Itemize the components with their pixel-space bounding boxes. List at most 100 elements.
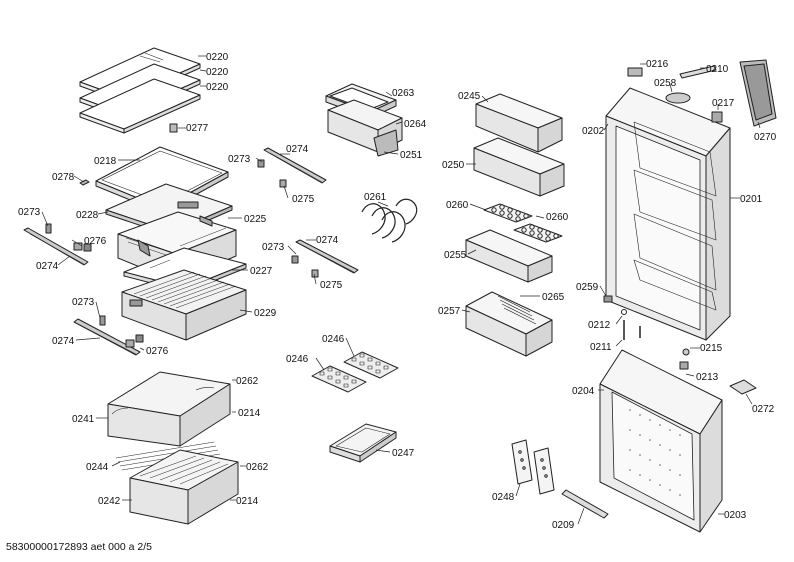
- plate-0272: [729, 379, 757, 395]
- label-0275-b: 0275: [320, 280, 343, 291]
- label-0277: 0277: [186, 123, 209, 134]
- label-0214-b: 0214: [236, 496, 259, 507]
- door-shelf-0245: [475, 93, 563, 153]
- ice-tray-upper: [343, 351, 399, 379]
- label-0227: 0227: [250, 266, 273, 277]
- label-0215: 0215: [700, 343, 723, 354]
- door-shelf-0255: [465, 229, 553, 283]
- label-0250: 0250: [442, 160, 465, 171]
- label-0262-b: 0262: [246, 462, 269, 473]
- cold-pack-left: [511, 439, 533, 485]
- cap-0258: [665, 92, 691, 104]
- label-0276-a: 0276: [84, 236, 107, 247]
- label-0274-b: 0274: [52, 336, 75, 347]
- clip-0277: [169, 123, 178, 133]
- label-0272: 0272: [752, 404, 775, 415]
- cold-pack-right: [533, 447, 555, 495]
- label-0260-b: 0260: [546, 212, 569, 223]
- label-0270: 0270: [754, 132, 777, 143]
- label-0202: 0202: [582, 126, 605, 137]
- label-0248: 0248: [492, 492, 515, 503]
- label-0276-b: 0276: [146, 346, 169, 357]
- crisper-0242: [129, 449, 239, 525]
- label-0201: 0201: [740, 194, 763, 205]
- label-0278: 0278: [52, 172, 75, 183]
- screw-0215: [682, 348, 690, 356]
- label-0257: 0257: [438, 306, 461, 317]
- label-0203: 0203: [724, 510, 747, 521]
- label-0220-c: 0220: [206, 82, 229, 93]
- plate-0209: [561, 489, 609, 519]
- label-0262-a: 0262: [236, 376, 259, 387]
- label-0212: 0212: [588, 320, 611, 331]
- strip-0210: [679, 65, 717, 79]
- rail-left-bottom: [73, 315, 144, 356]
- crisper-0241: [107, 371, 231, 447]
- hinge-0278: [79, 179, 90, 186]
- label-0251: 0251: [400, 150, 423, 161]
- tray-0247: [329, 423, 397, 463]
- label-0218: 0218: [94, 156, 117, 167]
- label-0259: 0259: [576, 282, 599, 293]
- label-0274-d: 0274: [316, 235, 339, 246]
- ice-tray-lower: [311, 365, 367, 393]
- freezer-door: [599, 349, 723, 533]
- part-labels: 0220 0220 0220 0277 0218 0278 0228 0225 …: [18, 52, 777, 531]
- label-0274-a: 0274: [36, 261, 59, 272]
- label-0260-a: 0260: [446, 200, 469, 211]
- label-0265: 0265: [542, 292, 565, 303]
- label-0225: 0225: [244, 214, 267, 225]
- dairy-box: [325, 83, 403, 157]
- egg-holder-right: [513, 223, 563, 243]
- part-0259: [603, 295, 613, 303]
- door-shelf-0250: [473, 137, 565, 197]
- label-0242: 0242: [98, 496, 121, 507]
- label-0273-b: 0273: [72, 297, 95, 308]
- door-shelf-0257: [465, 291, 553, 357]
- label-0255: 0255: [444, 250, 467, 261]
- label-0264: 0264: [404, 119, 427, 130]
- label-0263: 0263: [392, 88, 415, 99]
- label-0244: 0244: [86, 462, 109, 473]
- label-0211: 0211: [590, 342, 612, 353]
- label-0229: 0229: [254, 308, 277, 319]
- cap-0213: [679, 361, 689, 370]
- rail-middle-top: [257, 147, 327, 188]
- label-0209: 0209: [552, 520, 575, 531]
- label-0274-c: 0274: [286, 144, 309, 155]
- label-0258: 0258: [654, 78, 677, 89]
- label-0273-c: 0273: [228, 154, 251, 165]
- label-0220-b: 0220: [206, 67, 229, 78]
- hinge-0217: [711, 111, 723, 123]
- washer-0212: [621, 309, 627, 315]
- label-0204: 0204: [572, 386, 595, 397]
- label-0241: 0241: [72, 414, 95, 425]
- label-0245: 0245: [458, 91, 481, 102]
- rail-middle-bottom: [291, 239, 359, 278]
- document-footer-code: 58300000172893 aet 000 a 2/5: [6, 541, 152, 553]
- label-0261: 0261: [364, 192, 387, 203]
- label-0273-d: 0273: [262, 242, 285, 253]
- label-0228: 0228: [76, 210, 99, 221]
- label-0246-a: 0246: [322, 334, 345, 345]
- label-0217: 0217: [712, 98, 735, 109]
- glass-shelf-stack: [79, 47, 201, 134]
- label-0216: 0216: [646, 59, 669, 70]
- label-0246-b: 0246: [286, 354, 309, 365]
- label-0213: 0213: [696, 372, 719, 383]
- fridge-door-upper: [605, 87, 731, 341]
- label-0275-a: 0275: [292, 194, 315, 205]
- bracket-0270: [739, 59, 777, 127]
- rail-left-top: [23, 223, 92, 266]
- label-0210: 0210: [706, 64, 729, 75]
- clip-0216: [627, 67, 643, 77]
- label-0247: 0247: [392, 448, 415, 459]
- label-0273-a: 0273: [18, 207, 41, 218]
- label-0220-a: 0220: [206, 52, 229, 63]
- egg-tray-0261: [361, 198, 418, 243]
- leader-lines: [41, 55, 761, 525]
- label-0214-a: 0214: [238, 408, 261, 419]
- drawer-0229: [121, 269, 247, 341]
- egg-holder-left: [483, 203, 533, 223]
